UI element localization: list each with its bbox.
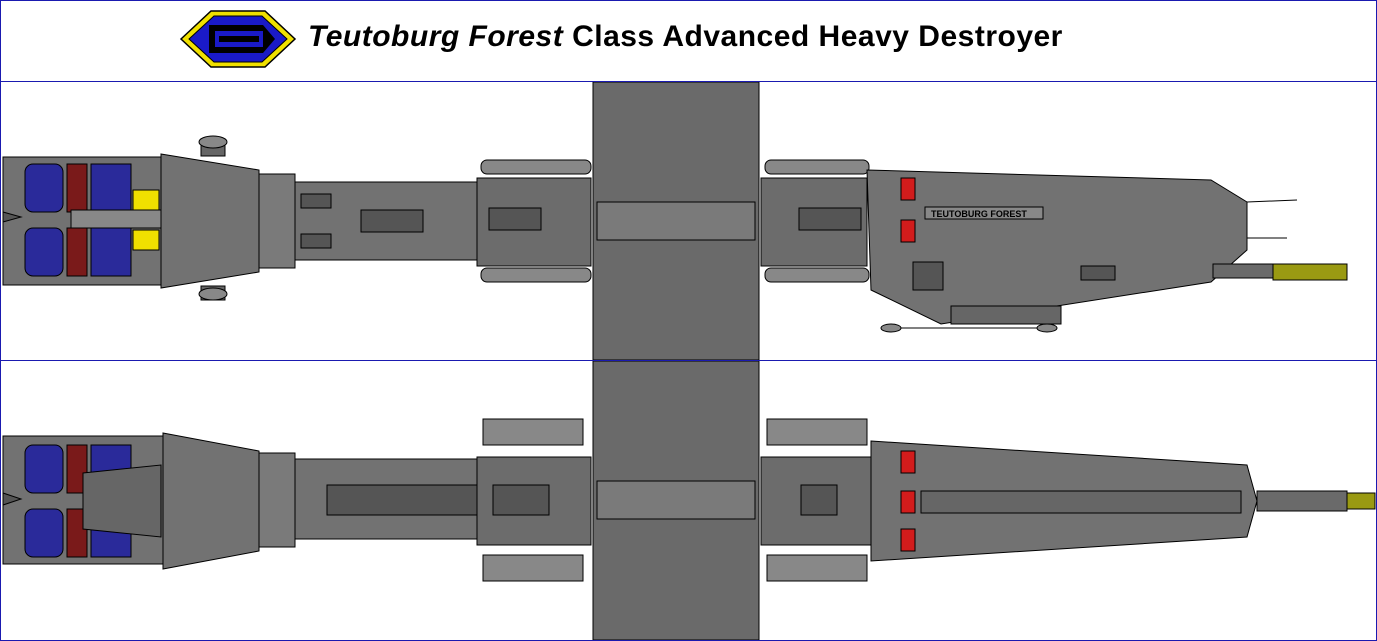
earthforce-logo-icon — [179, 10, 297, 68]
title-band: Teutoburg Forest Class Advanced Heavy De… — [1, 1, 1376, 82]
class-name: Class Advanced Heavy Destroyer — [572, 20, 1063, 53]
side-view-panel: TEUTOBURG FOREST — [1, 82, 1376, 361]
side-view-ship: TEUTOBURG FOREST — [2, 82, 1348, 360]
dorsal-view-panel — [1, 361, 1376, 640]
ship-name: Teutoburg Forest — [308, 20, 564, 53]
page-title: Teutoburg Forest Class Advanced Heavy De… — [308, 20, 1063, 54]
dorsal-view-ship — [2, 361, 1376, 640]
hull-marking-top: TEUTOBURG FOREST — [931, 209, 1027, 219]
